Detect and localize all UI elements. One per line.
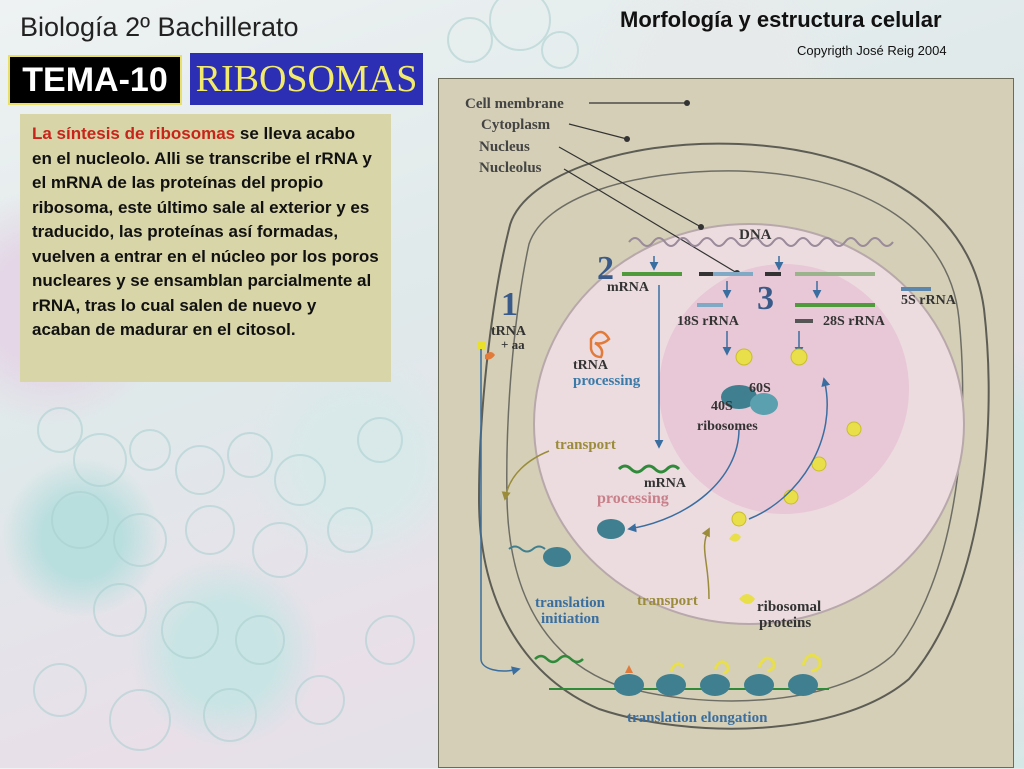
translation-initiation-label-2: initiation (541, 611, 600, 627)
ribosomes-label: ribosomes (697, 419, 758, 434)
description-highlight: La síntesis de ribosomas (32, 124, 236, 143)
28s-rrna-label: 28S rRNA (823, 314, 886, 329)
mrna-processing-label-2: processing (597, 490, 669, 507)
18s-rrna-label: 18S rRNA (677, 314, 740, 329)
5s-rrna-label: 5S rRNA (901, 293, 957, 308)
nucleolus-label: Nucleolus (479, 160, 542, 176)
ribosome-synthesis-diagram: Cell membrane Cytoplasm Nucleus Nucleolu… (438, 78, 1014, 768)
mrna-label: mRNA (607, 280, 650, 295)
tema-title: RIBOSOMAS (190, 53, 423, 105)
nucleolus (659, 264, 909, 514)
transport-top-label: transport (555, 437, 616, 453)
step-1-number: 1 (501, 286, 518, 323)
60s-label: 60S (749, 381, 771, 396)
mrna-processing-label-1: mRNA (644, 476, 687, 491)
dna-strand (628, 237, 894, 247)
dna-label: DNA (739, 227, 772, 243)
step-3-number: 3 (757, 280, 774, 317)
copyright-note: Copyrigth José Reig 2004 (797, 43, 947, 58)
subject-title: Biología 2º Bachillerato (20, 12, 299, 42)
cytoplasm-label: Cytoplasm (481, 117, 551, 133)
cell-membrane (477, 142, 990, 730)
translation-elongation-label: translation elongation (627, 710, 768, 726)
nucleus-label: Nucleus (479, 139, 530, 155)
ribosomal-proteins-label-2: proteins (759, 615, 811, 631)
trna-processing-label-2: processing (573, 373, 641, 389)
translation-initiation-label-1: translation (535, 595, 606, 611)
description-box: La síntesis de ribosomas se lleva acabo … (20, 114, 391, 382)
description-text: se lleva acabo en el nucleolo. Alli se t… (32, 124, 379, 339)
trna-processing-label-1: tRNA (573, 358, 609, 373)
plus-aa-label: + aa (501, 337, 525, 352)
cell-membrane-label: Cell membrane (465, 96, 564, 112)
ribosomal-proteins-label-1: ribosomal (757, 599, 821, 615)
trna-label: tRNA (491, 324, 527, 339)
transport-bottom-label: transport (637, 593, 698, 609)
40s-label: 40S (711, 399, 733, 414)
topic-title: Morfología y estructura celular (620, 7, 942, 32)
step-2-number: 2 (597, 250, 614, 287)
tema-badge: TEMA-10 (8, 55, 182, 105)
